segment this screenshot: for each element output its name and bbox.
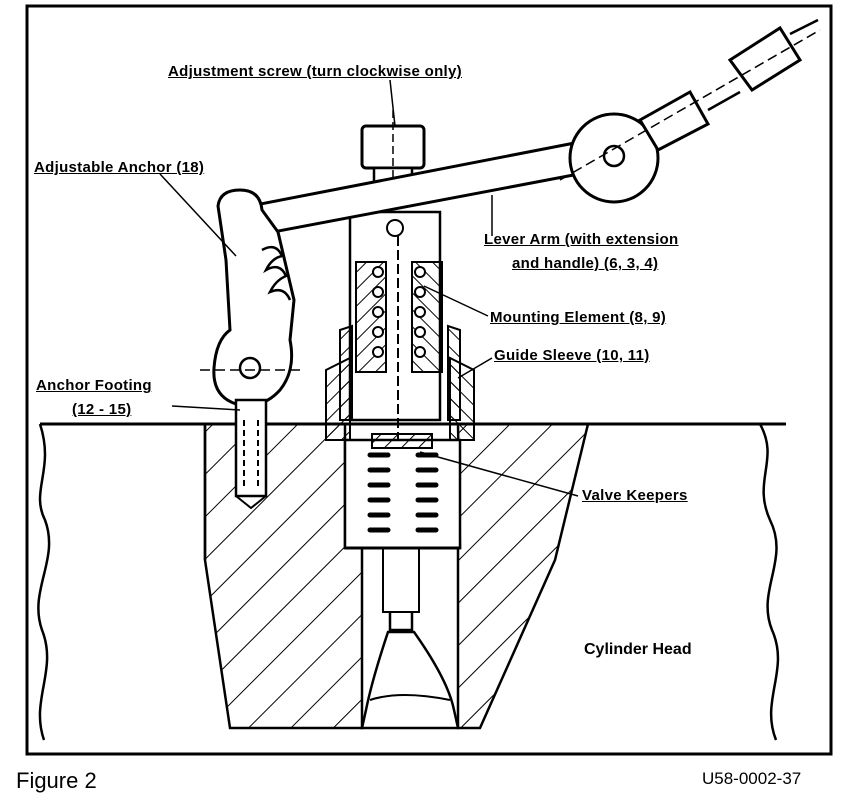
figure-caption: Figure 2 xyxy=(16,768,97,793)
label-lever-arm-line1: Lever Arm (with extension xyxy=(484,231,679,248)
label-anchor-footing-line1: Anchor Footing xyxy=(36,377,152,394)
label-valve-keepers: Valve Keepers xyxy=(582,487,688,504)
label-adjustable-anchor: Adjustable Anchor (18) xyxy=(34,159,205,176)
label-guide-sleeve: Guide Sleeve (10, 11) xyxy=(494,347,650,364)
label-adjustment-screw: Adjustment screw (turn clockwise only) xyxy=(168,63,462,80)
lever-arm-part xyxy=(237,18,821,238)
cylinder-head xyxy=(37,422,786,741)
label-anchor-footing-line2: (12 - 15) xyxy=(72,401,132,418)
mounting-element xyxy=(348,210,443,440)
label-cylinder-head: Cylinder Head xyxy=(584,641,692,658)
leader-lines xyxy=(159,79,579,497)
label-mounting-element: Mounting Element (8, 9) xyxy=(490,309,667,326)
adjustable-anchor-part xyxy=(200,188,300,510)
valve-keepers-part xyxy=(371,433,433,449)
figure-code: U58-0002-37 xyxy=(702,769,802,788)
label-lever-arm-line2: and handle) (6, 3, 4) xyxy=(512,255,659,272)
figure-frame xyxy=(25,4,833,756)
valve-spring xyxy=(343,433,462,550)
